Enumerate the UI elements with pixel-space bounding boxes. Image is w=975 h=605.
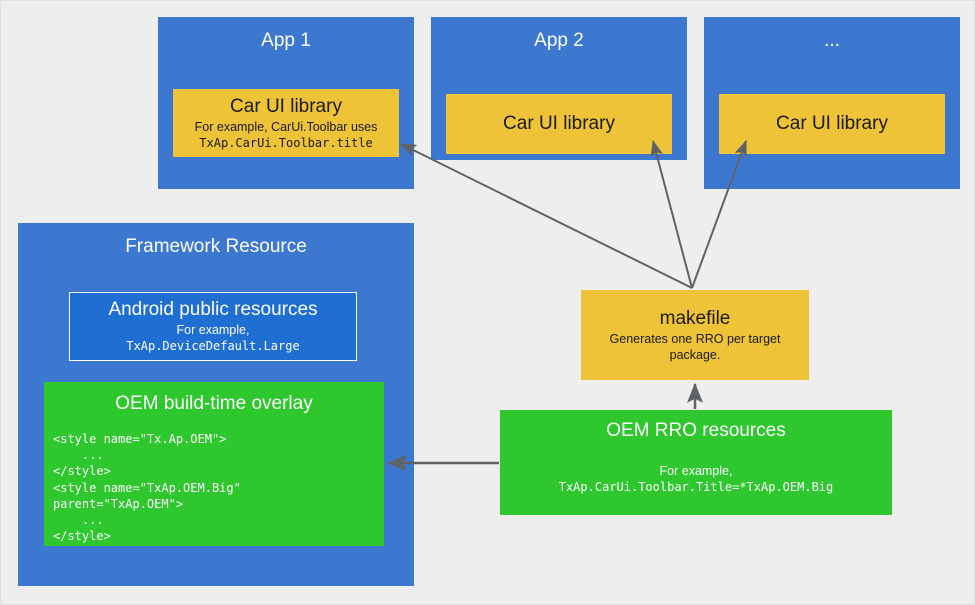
car-ui-library-title-app-2: Car UI library xyxy=(503,113,615,135)
car-ui-library-card-app-3: Car UI library xyxy=(719,94,945,154)
car-ui-library-title-app-1: Car UI library xyxy=(230,95,342,117)
makefile-box: makefile Generates one RRO per target pa… xyxy=(581,290,809,380)
oem-rro-resources-box xyxy=(500,410,892,515)
android-public-resources-title: Android public resources xyxy=(108,299,318,321)
makefile-description: Generates one RRO per target package. xyxy=(609,331,781,362)
oem-rro-resources-example: For example, TxAp.CarUi.Toolbar.Title=*T… xyxy=(500,463,892,495)
car-ui-library-example-label-app-1: For example, CarUi.Toolbar uses xyxy=(194,119,378,134)
car-ui-library-example-code-app-1: TxAp.CarUi.Toolbar.title xyxy=(199,135,373,150)
car-ui-library-card-app-2: Car UI library xyxy=(446,94,672,154)
arrow-makefile-to-app2-library xyxy=(650,140,693,289)
app-3-ellipsis-title: ... xyxy=(824,30,840,51)
app-2-title: App 2 xyxy=(534,30,584,51)
oem-rro-resources-example-code: TxAp.CarUi.Toolbar.Title=*TxAp.OEM.Big xyxy=(558,480,834,495)
oem-build-time-overlay-title: OEM build-time overlay xyxy=(115,393,313,414)
android-public-resources-box: Android public resources For example, Tx… xyxy=(69,292,357,361)
oem-rro-resources-title: OEM RRO resources xyxy=(606,420,786,441)
oem-rro-resources-example-label: For example, xyxy=(659,464,733,478)
car-ui-library-title-app-3: Car UI library xyxy=(776,113,888,135)
app-1-title: App 1 xyxy=(261,30,311,51)
makefile-title: makefile xyxy=(659,307,731,329)
android-public-resources-example-code: TxAp.DeviceDefault.Large xyxy=(126,339,300,354)
car-ui-library-card-app-1: Car UI library For example, CarUi.Toolba… xyxy=(173,89,399,157)
android-public-resources-example-label: For example, xyxy=(176,323,250,338)
oem-build-time-overlay-box xyxy=(44,382,384,546)
arrow-makefile-to-app1-library xyxy=(400,143,693,289)
framework-resource-title: Framework Resource xyxy=(125,236,307,257)
oem-build-time-overlay-code: <style name="Tx.Ap.OEM"> ... </style> <s… xyxy=(53,432,241,544)
